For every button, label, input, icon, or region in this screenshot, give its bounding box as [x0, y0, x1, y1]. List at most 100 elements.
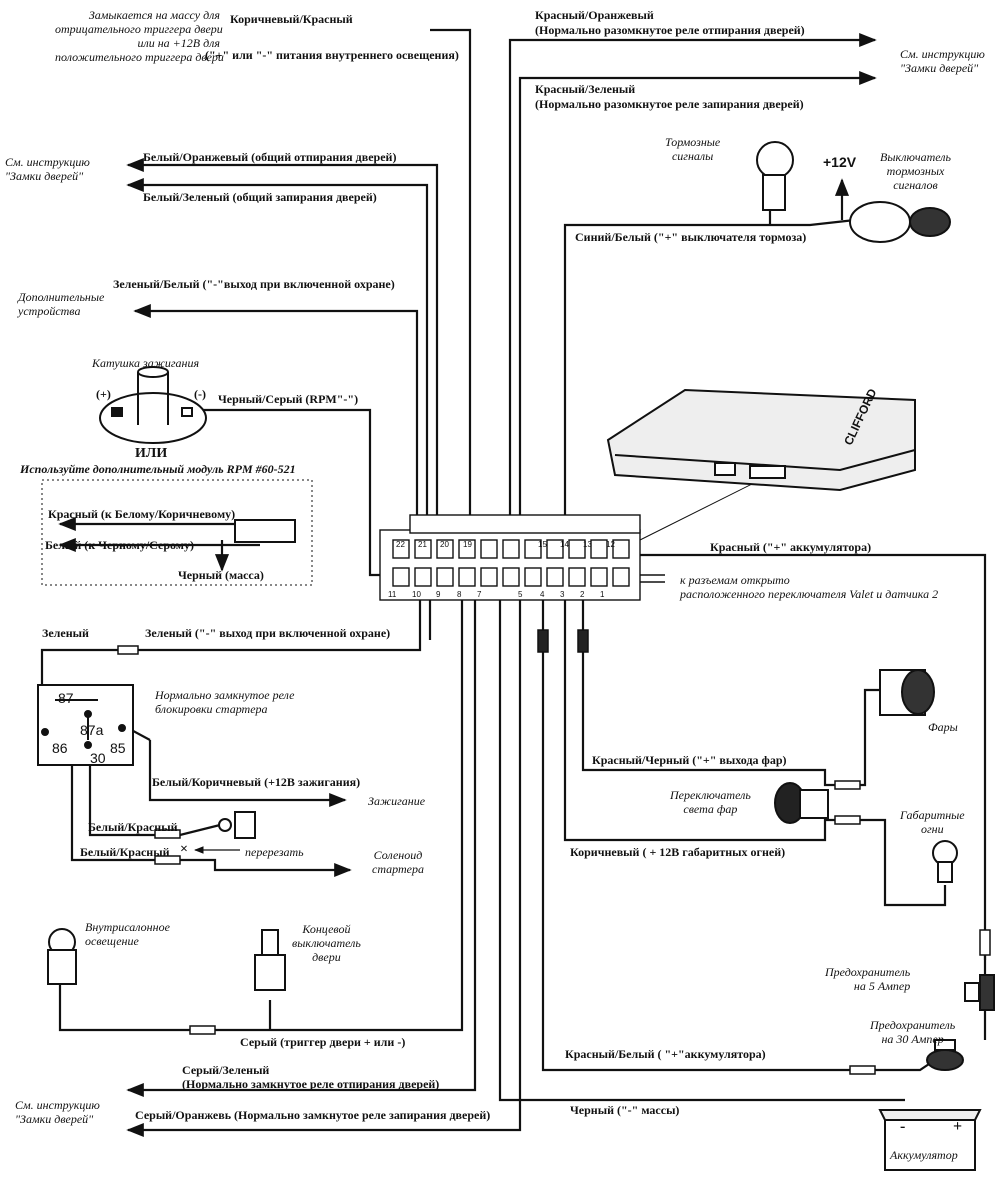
ignition-coil: [99, 366, 207, 444]
text-line: расположенного переключателя Valet и дат…: [680, 587, 939, 601]
pin-14: 14: [560, 540, 569, 549]
ignition-switch-icon: [218, 811, 256, 839]
label-green-output: Зеленый ("-" выход при включенной охране…: [145, 626, 391, 640]
brake-switch-icon: [849, 201, 951, 243]
wire-white-green: [126, 177, 429, 575]
label-white-red-1: Белый/Красный: [88, 820, 178, 834]
wire-red-white: [541, 590, 936, 1072]
wire-red-black: [581, 590, 880, 787]
label-black-grey: Черный/Серый (RPM"-"): [218, 392, 359, 406]
wire-wb-2: [148, 740, 347, 808]
wire-blue-white: [563, 218, 856, 575]
pin-15: 15: [538, 540, 547, 549]
label-parking-lights: Габаритные огни: [900, 808, 965, 836]
label-12v: +12V: [823, 154, 857, 170]
pin-8: 8: [457, 590, 462, 599]
label-grey-trigger: Серый (триггер двери + или -): [240, 1035, 406, 1049]
note-line: отрицательного триггера двери: [55, 22, 223, 36]
label-cut: перерезать: [245, 845, 304, 859]
wire-grey-orange: [126, 590, 522, 1138]
label-to-connectors: к разъемам открыто расположенного перекл…: [680, 573, 938, 601]
label-fuse-5a: Предохранитель на 5 Ампер: [825, 965, 910, 993]
rpm-module-box: [41, 479, 313, 586]
text-line: См. инструкцию: [5, 155, 90, 169]
label-red-black: Красный/Черный ("+" выхода фар): [592, 753, 787, 767]
pin-2: 2: [580, 590, 585, 599]
wire-green-white: [133, 303, 419, 575]
label-red-white: Красный/Белый ( "+"аккумулятора): [565, 1047, 766, 1061]
label-red-orange: Красный/Оранжевый: [535, 8, 654, 22]
wire-grey-green: [126, 590, 477, 1098]
battery-plus: +: [953, 1118, 963, 1135]
label-green: Зеленый: [42, 626, 89, 640]
text-line: Выключатель: [880, 150, 951, 164]
text-line: на 30 Ампер: [881, 1032, 944, 1046]
relay-87a: 87a: [80, 722, 104, 738]
wire-white-orange: [126, 157, 439, 575]
label-brown-12v: Коричневый ( + 12В габаритных огней): [570, 845, 786, 859]
relay-86: 86: [52, 740, 68, 756]
label-ignition: Зажигание: [368, 794, 426, 808]
text-line: Тормозные: [665, 135, 721, 149]
label-white-red-2: Белый/Красный: [80, 845, 170, 859]
label-no-unlock: (Нормально разомкнутое реле отпирания дв…: [535, 23, 805, 37]
text-line: Предохранитель: [825, 965, 911, 979]
label-red-battery: Красный ("+" аккумулятора): [710, 540, 872, 554]
label-green-white: Зеленый/Белый ("-"выход при включенной о…: [113, 277, 395, 291]
pin-7: 7: [477, 590, 482, 599]
label-black-ground: Черный (масса): [178, 568, 264, 582]
relay-85: 85: [110, 740, 126, 756]
label-ignition-coil: Катушка зажигания: [92, 356, 200, 370]
label-interior-light: Внутрисалонное освещение: [85, 920, 170, 948]
wire-red-battery: [640, 553, 987, 1040]
label-door-switch: Концевой выключатель двери: [292, 922, 361, 964]
text-line: света фар: [683, 802, 738, 816]
text-line: к разъемам открыто: [680, 573, 790, 587]
brake-lamp-icon: [756, 141, 794, 211]
label-interior-power: ("+" или "-" питания внутреннего освещен…: [205, 48, 459, 62]
label-white-brown: Белый/Коричневый (+12В зажигания): [152, 775, 361, 789]
battery-icon: [878, 1109, 982, 1171]
text-line: блокировки стартера: [155, 702, 268, 716]
pin-20: 20: [440, 540, 449, 549]
label-see-locks-right: См. инструкцию "Замки дверей": [900, 47, 985, 75]
wire-black-grey: [200, 408, 400, 577]
pin-19: 19: [463, 540, 472, 549]
text-line: выключатель: [292, 936, 361, 950]
text-line: Предохранитель: [870, 1018, 956, 1032]
wire-black-ground: [498, 590, 905, 1102]
fuse-5a-icon: [964, 974, 995, 1011]
label-additional-devices: Дополнительные устройства: [18, 290, 104, 318]
pin-4: 4: [540, 590, 545, 599]
pin-3: 3: [560, 590, 565, 599]
wire-red-orange: [508, 32, 877, 575]
wire-brown-red: [430, 28, 472, 575]
text-line: Дополнительные: [18, 290, 105, 304]
text-line: устройства: [18, 304, 81, 318]
label-headlights: Фары: [928, 720, 958, 734]
pin-21: 21: [418, 540, 427, 549]
text-line: сигналов: [893, 178, 938, 192]
wire-white-red-1: [88, 720, 221, 837]
pin-11: 11: [388, 590, 397, 599]
text-line: двери: [312, 950, 341, 964]
label-use-module: Используйте дополнительный модуль RPM #6…: [20, 462, 296, 476]
note-line: Замыкается на массу для: [88, 8, 220, 22]
label-or: ИЛИ: [135, 446, 168, 461]
headlight-icon: [879, 669, 935, 716]
label-see-locks-left: См. инструкцию "Замки дверей": [5, 155, 90, 183]
label-plus: (+): [96, 387, 111, 401]
label-no-lock: (Нормально разомкнутое реле запирания дв…: [535, 97, 804, 111]
note-line: положительного триггера двери: [55, 50, 224, 64]
text-line: "Замки дверей": [900, 61, 979, 75]
text-line: Нормально замкнутое реле: [155, 688, 295, 702]
battery-minus: -: [900, 1118, 906, 1135]
text-line: освещение: [85, 934, 139, 948]
text-line: на 5 Ампер: [853, 979, 911, 993]
label-nc-unlock-relay: (Нормально замкнутое реле отпирания двер…: [182, 1077, 440, 1091]
rpm-module: [234, 519, 296, 543]
text-line: См. инструкцию: [900, 47, 985, 61]
parking-lamp-icon: [932, 840, 958, 883]
wire-white-red-2: [70, 740, 180, 862]
